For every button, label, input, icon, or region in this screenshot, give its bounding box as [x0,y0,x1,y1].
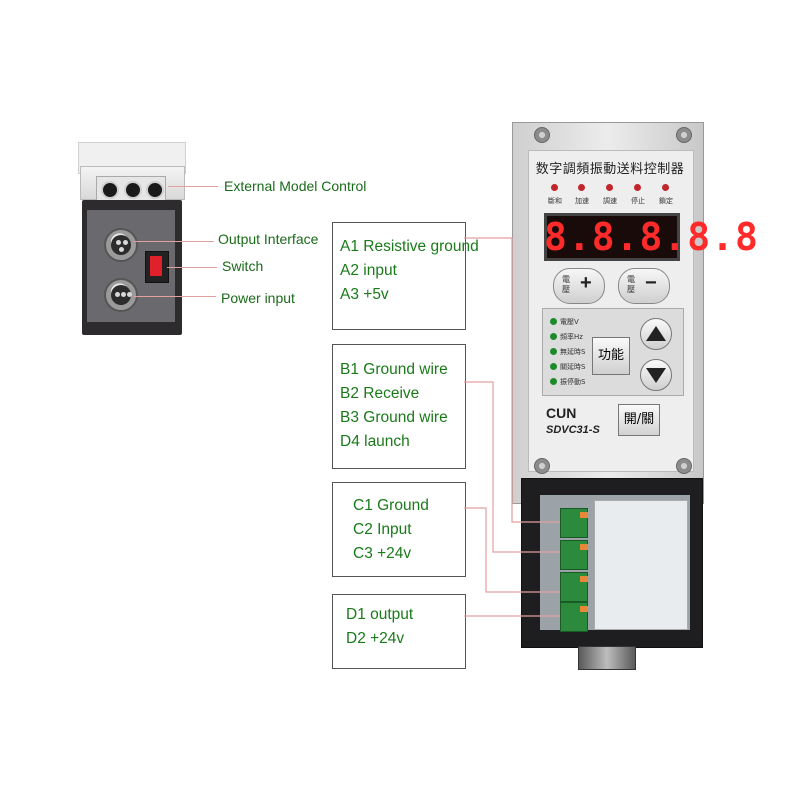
voltage-plus-label: 電壓 [562,275,570,294]
voltage-plus-button[interactable] [553,268,605,304]
box-c-line-1: C1 Ground [353,497,429,514]
box-b-line-3: B3 Ground wire [340,409,448,426]
leader-line [168,186,218,187]
status-led [634,184,641,191]
minus-icon: − [645,272,657,294]
box-b-line-2: B2 Receive [340,385,420,402]
indicator-label: 振停動S [560,378,586,386]
screw-icon [676,127,692,143]
label-power-input: Power input [221,290,295,306]
connector-pin [116,240,121,245]
leader-line [464,237,560,523]
box-a-pinout [332,222,466,330]
terminal-lever [580,512,588,518]
box-a-line-3: A3 +5v [340,286,389,303]
box-d-line-1: D1 output [346,606,414,623]
connector-pin [115,292,120,297]
terminal-lever [580,606,588,612]
screw-icon [534,127,550,143]
box-b-line-1: B1 Ground wire [340,361,448,378]
indicator-label: 頻率Hz [560,333,583,341]
terminal-block-c [560,572,588,602]
box-c-line-2: C2 Input [353,521,412,538]
brand-logo: CUN [546,405,577,421]
status-led [578,184,585,191]
model-number: SDVC31-S [546,424,600,436]
indicator-label: 關延時S [560,363,586,371]
voltage-minus-label: 電壓 [627,275,635,294]
led-label: 斷和 [548,197,562,205]
function-button[interactable]: 功能 [592,337,630,375]
indicator-led [550,348,557,355]
box-a-line-1: A1 Resistive ground [340,238,479,255]
leader-line [134,296,216,297]
label-output-interface: Output Interface [218,231,319,247]
down-arrow-button[interactable] [640,359,672,391]
label-external-model-control: External Model Control [224,178,367,194]
terminal-hole [101,181,119,199]
triangle-up-icon [646,326,666,341]
controller-title: 数字調頻振動送料控制器 [535,162,685,177]
box-a-line-2: A2 input [340,262,397,279]
bottom-cable-gland [578,646,636,670]
screw-icon [676,458,692,474]
box-d-pinout [332,594,466,669]
indicator-led [550,378,557,385]
label-switch: Switch [222,258,264,274]
connector-pin [123,240,128,245]
wiring-label-sheet [594,500,688,630]
terminal-hole [124,181,142,199]
connector-pin [121,292,126,297]
terminal-lever [580,544,588,550]
box-c-pinout [332,482,466,577]
up-arrow-button[interactable] [640,318,672,350]
terminal-lever [580,576,588,582]
indicator-label: 無延時S [560,348,586,356]
indicator-label: 電壓V [560,318,579,326]
triangle-down-icon [646,368,666,383]
on-off-button[interactable]: 開/關 [618,404,660,436]
indicator-led [550,363,557,370]
status-led [551,184,558,191]
plus-icon: + [580,272,592,294]
box-c-line-3: C3 +24v [353,545,412,562]
box-d-line-2: D2 +24v [346,630,405,647]
leader-line [464,381,560,553]
voltage-minus-button[interactable] [618,268,670,304]
leader-line [167,267,217,268]
seven-segment-display [544,213,680,261]
leader-line [134,241,214,242]
indicator-led [550,318,557,325]
connector-pin [127,292,132,297]
box-b-pinout [332,344,466,469]
led-label: 鎖定 [659,197,673,205]
led-label: 加速 [575,197,589,205]
screw-icon [534,458,550,474]
leader-line [464,507,560,593]
status-led [606,184,613,191]
power-switch [150,256,162,276]
indicator-led [550,333,557,340]
connector-pin [119,247,124,252]
status-led [662,184,669,191]
terminal-hole [146,181,164,199]
led-label: 停止 [631,197,645,205]
box-b-line-4: D4 launch [340,433,410,450]
led-label: 調速 [603,197,617,205]
